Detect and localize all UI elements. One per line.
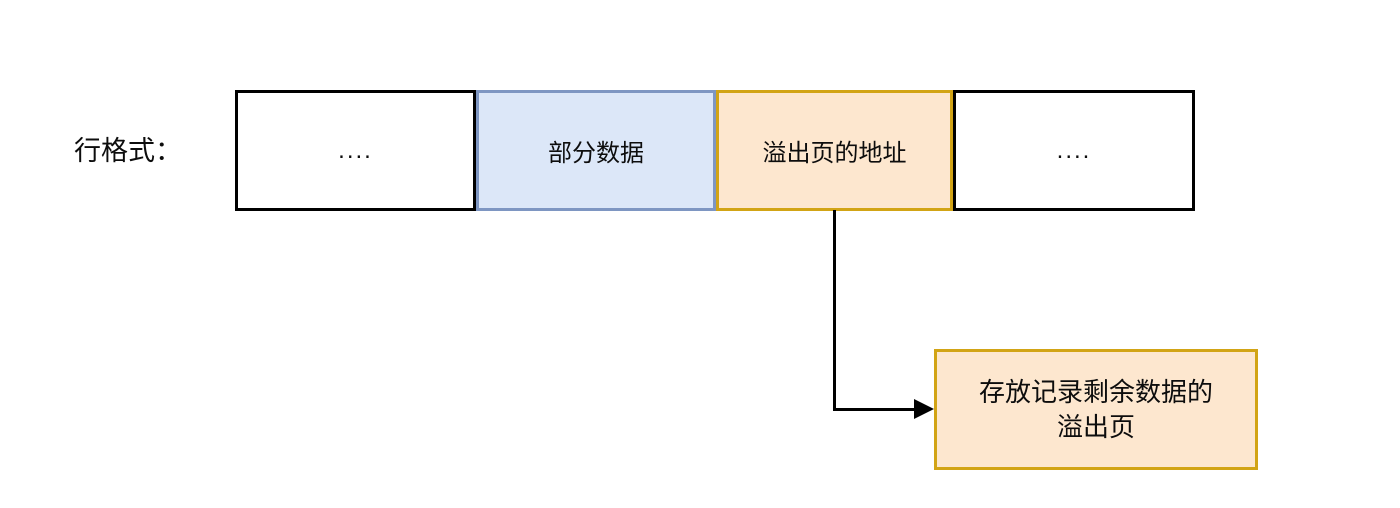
overflow-page-box-line2: 溢出页 xyxy=(1056,411,1135,442)
row-cell-overflow-page-address: 溢出页的地址 xyxy=(716,90,953,211)
row-cell-ellipsis-right: .... xyxy=(953,90,1195,211)
overflow-page-box-line1: 存放记录剩余数据的 xyxy=(978,377,1213,408)
row-cell-partial-data: 部分数据 xyxy=(476,90,716,211)
row-format-label: 行格式： xyxy=(74,136,182,166)
arrow-horizontal-segment xyxy=(833,408,918,411)
overflow-page-box: 存放记录剩余数据的 溢出页 xyxy=(934,349,1258,470)
row-cell-ellipsis-left: .... xyxy=(235,90,476,211)
arrow-vertical-segment xyxy=(833,210,836,410)
arrow-head-icon xyxy=(914,399,934,419)
